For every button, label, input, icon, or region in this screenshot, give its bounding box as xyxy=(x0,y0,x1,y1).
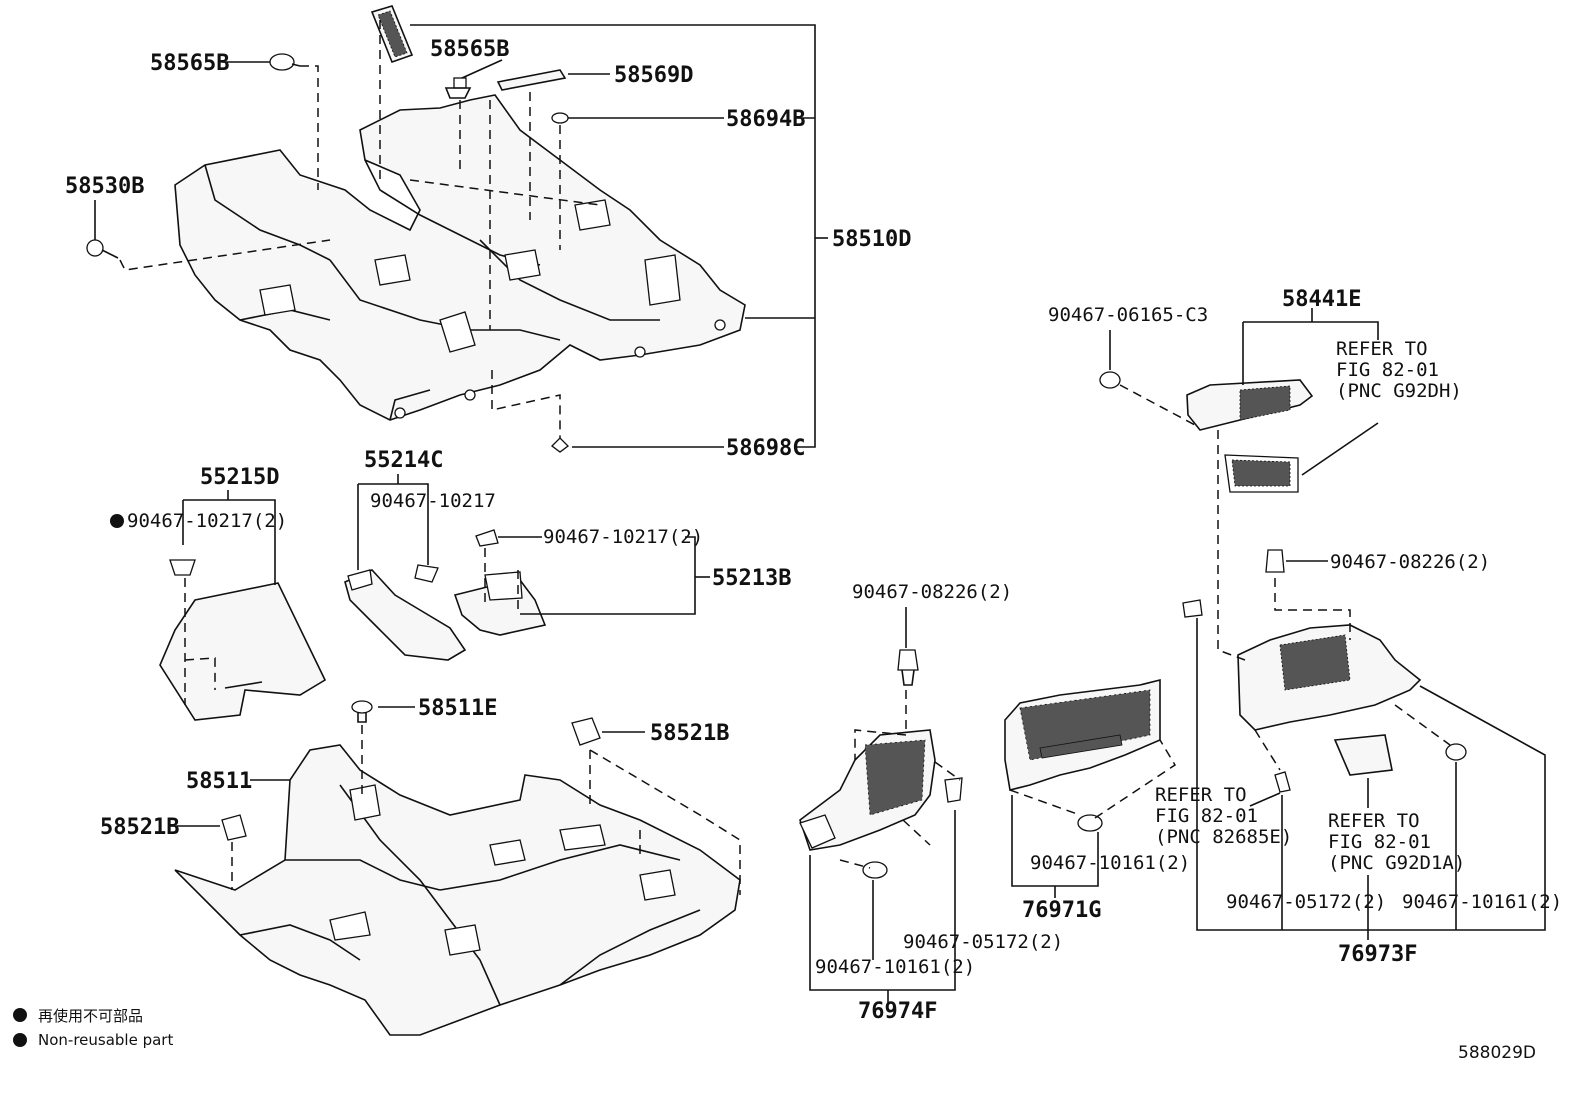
clip-58521B-top xyxy=(571,717,601,746)
refer-82685e-line3: (PNC 82685E) xyxy=(1155,826,1292,848)
plug-58511E xyxy=(351,700,373,723)
label-58510D: 58510D xyxy=(832,227,911,252)
footrest-pad xyxy=(370,5,414,64)
non-reusable-marker xyxy=(110,514,124,528)
label-90467-10161-2-a: 90467-10161(2) xyxy=(1030,852,1190,874)
label-76973F: 76973F xyxy=(1338,942,1417,967)
legend-en: Non-reusable part xyxy=(38,1031,173,1049)
refer-g92d1a-line2: FIG 82-01 xyxy=(1328,831,1431,853)
carpet-55215D xyxy=(159,559,327,721)
label-90467-10217-2-right: 90467-10217(2) xyxy=(543,526,703,548)
label-58565B-left: 58565B xyxy=(150,51,229,76)
label-90467-05172-2-a: 90467-05172(2) xyxy=(903,931,1063,953)
clip-90467-10161-a xyxy=(1077,814,1103,832)
figure-code: 588029D xyxy=(1458,1043,1536,1063)
label-58565B-top: 58565B xyxy=(430,37,509,62)
label-90467-10217-2-left: 90467-10217(2) xyxy=(127,510,287,532)
label-58569D: 58569D xyxy=(614,63,693,88)
clip-90467-06165-C3 xyxy=(1099,371,1121,389)
clip-58694B xyxy=(551,112,569,124)
refer-g92d1a-line3: (PNC G92D1A) xyxy=(1328,852,1465,874)
label-90467-10161-2-c: 90467-10161(2) xyxy=(1402,891,1562,913)
label-76974F: 76974F xyxy=(858,999,937,1024)
carpet-55213B xyxy=(453,529,547,636)
trim-76973F xyxy=(1182,599,1422,793)
plate-58569D xyxy=(496,69,567,91)
floor-carpet-58510D xyxy=(174,94,746,421)
bolt-58530B xyxy=(86,239,119,259)
clip-90467-10161-c xyxy=(1445,743,1467,761)
label-58694B: 58694B xyxy=(726,107,805,132)
legend-bullet-jp xyxy=(13,1008,27,1022)
label-58511: 58511 xyxy=(186,769,252,794)
label-76971G: 76971G xyxy=(1022,898,1101,923)
bracket-58441E xyxy=(1186,379,1314,493)
refer-82685e-line2: FIG 82-01 xyxy=(1155,805,1258,827)
label-58511E: 58511E xyxy=(418,696,497,721)
label-90467-10217: 90467-10217 xyxy=(370,490,496,512)
label-55213B: 55213B xyxy=(712,566,791,591)
label-90467-08226-2-right: 90467-08226(2) xyxy=(1330,551,1490,573)
label-90467-08226-2-mid: 90467-08226(2) xyxy=(852,581,1012,603)
refer-g92d1a-line1: REFER TO xyxy=(1328,810,1420,832)
label-90467-05172-2-b: 90467-05172(2) xyxy=(1226,891,1386,913)
legend-jp: 再使用不可部品 xyxy=(38,1007,143,1025)
label-90467-06165-C3: 90467-06165-C3 xyxy=(1048,304,1208,326)
clip-58521B-left xyxy=(221,814,247,841)
floor-carpet-58511 xyxy=(174,744,741,1036)
trim-76974F xyxy=(799,729,963,851)
clip-58565B-left xyxy=(269,53,301,71)
label-58698C: 58698C xyxy=(726,436,805,461)
refer-g92dh-line3: (PNC G92DH) xyxy=(1336,380,1462,402)
trim-76971G xyxy=(1004,678,1161,791)
label-55215D: 55215D xyxy=(200,465,279,490)
label-58441E: 58441E xyxy=(1282,287,1361,312)
refer-g92dh-line1: REFER TO xyxy=(1336,338,1428,360)
carpet-55214C xyxy=(344,564,467,661)
refer-82685e-line1: REFER TO xyxy=(1155,784,1247,806)
clip-90467-08226-right xyxy=(1265,549,1285,573)
clip-90467-10161-mid xyxy=(862,861,888,879)
clip-90467-08226-mid xyxy=(897,649,919,686)
refer-g92dh-line2: FIG 82-01 xyxy=(1336,359,1439,381)
clip-58698C xyxy=(551,437,569,453)
legend-bullet-en xyxy=(13,1033,27,1047)
clip-58565B-top xyxy=(444,77,472,99)
label-90467-10161-2-b: 90467-10161(2) xyxy=(815,956,975,978)
label-55214C: 55214C xyxy=(364,448,443,473)
label-58521B-left: 58521B xyxy=(100,815,179,840)
label-58530B: 58530B xyxy=(65,174,144,199)
label-58521B-top: 58521B xyxy=(650,721,729,746)
